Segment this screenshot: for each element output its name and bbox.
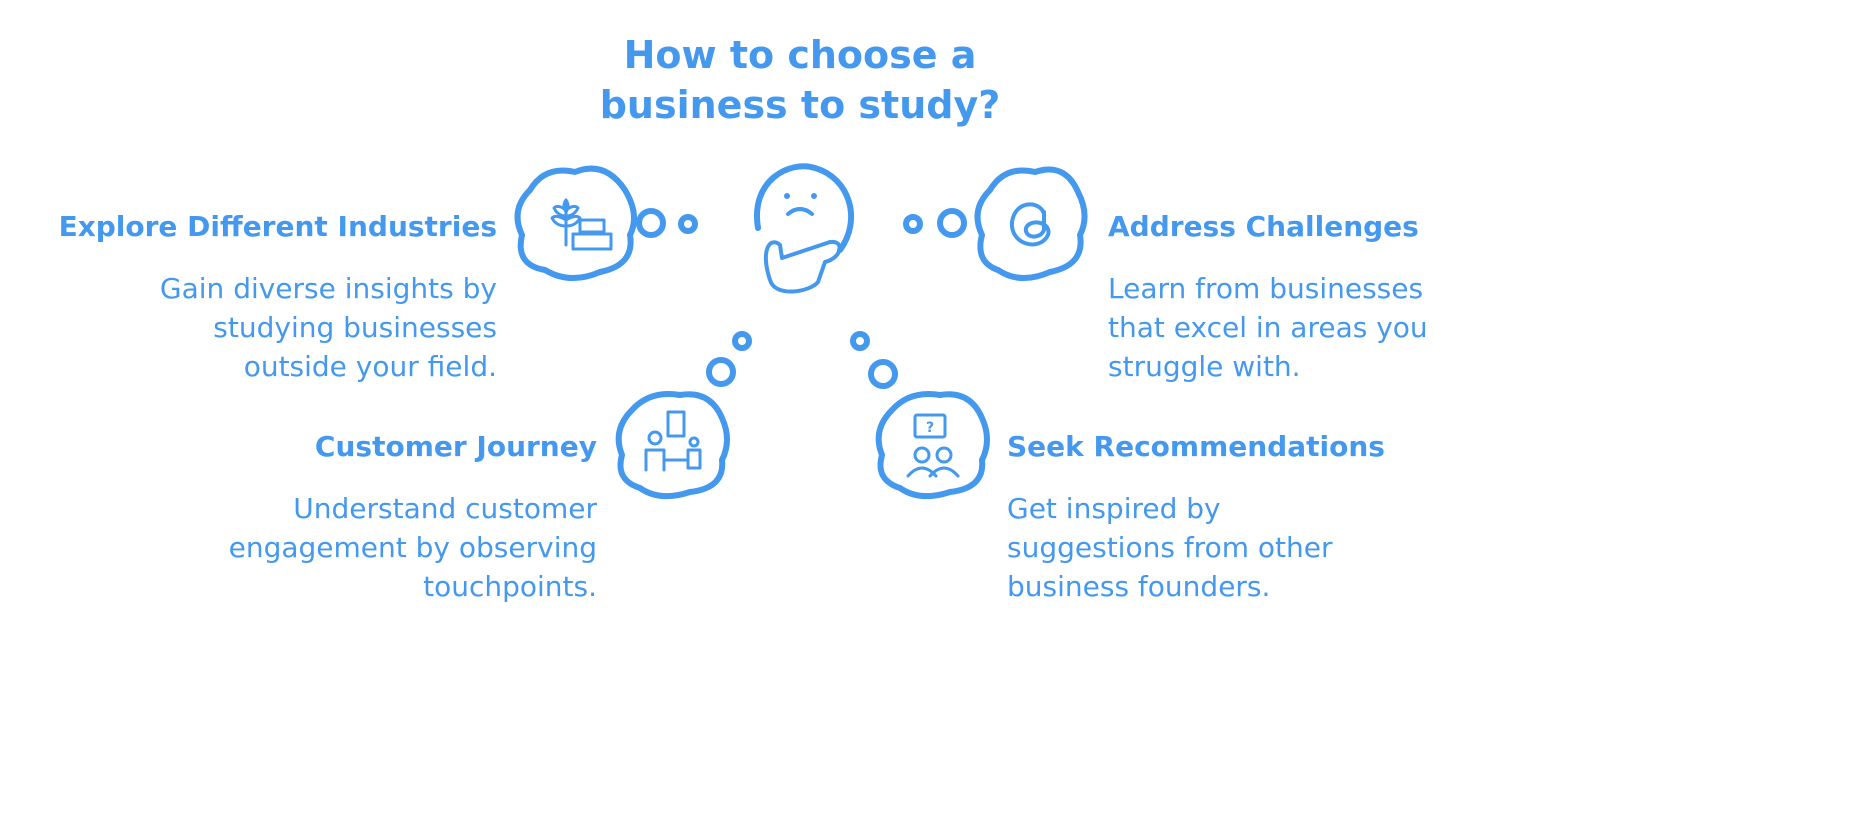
desc-line: Understand customer <box>293 492 597 525</box>
customer-touchpoint-icon <box>644 410 702 472</box>
item-address-challenges: Address Challenges Learn from businesses… <box>1108 207 1628 386</box>
diagram-title: How to choose a business to study? <box>0 30 1600 130</box>
item-heading: Explore Different Industries <box>58 210 497 243</box>
wheat-store-icon <box>550 198 613 251</box>
cloud-address-challenges <box>974 166 1088 281</box>
thinking-face-icon <box>753 163 855 294</box>
desc-line: struggle with. <box>1108 350 1301 383</box>
desc-line: business founders. <box>1007 570 1271 603</box>
desc-line: touchpoints. <box>423 570 597 603</box>
item-description: Understand customer engagement by observi… <box>77 489 597 606</box>
cloud-seek-recommendations: ? <box>875 391 990 500</box>
cloud-explore-industries <box>514 165 637 281</box>
desc-line: that excel in areas you <box>1108 311 1428 344</box>
threads-icon <box>1009 202 1051 247</box>
desc-line: outside your field. <box>243 350 497 383</box>
desc-line: Learn from businesses <box>1108 272 1424 305</box>
item-heading: Customer Journey <box>314 430 597 463</box>
item-heading: Seek Recommendations <box>1007 430 1385 463</box>
desc-line: studying businesses <box>213 311 497 344</box>
title-line-1: How to choose a <box>623 33 977 77</box>
item-description: Learn from businesses that excel in areas… <box>1108 269 1628 386</box>
item-seek-recommendations: Seek Recommendations Get inspired by sugg… <box>1007 427 1527 606</box>
item-description: Gain diverse insights by studying busines… <box>0 269 497 386</box>
title-line-2: business to study? <box>599 83 1001 127</box>
item-description: Get inspired by suggestions from other bus… <box>1007 489 1527 606</box>
people-question-icon <box>906 413 960 478</box>
item-explore-industries: Explore Different Industries Gain divers… <box>0 207 497 386</box>
svg-text:?: ? <box>926 420 934 436</box>
item-customer-journey: Customer Journey Understand customer enga… <box>77 427 597 606</box>
desc-line: Get inspired by <box>1007 492 1221 525</box>
item-heading: Address Challenges <box>1108 210 1419 243</box>
desc-line: suggestions from other <box>1007 531 1333 564</box>
cloud-customer-journey <box>615 391 730 500</box>
desc-line: Gain diverse insights by <box>159 272 497 305</box>
desc-line: engagement by observing <box>228 531 597 564</box>
thought-bubbles <box>636 208 967 389</box>
